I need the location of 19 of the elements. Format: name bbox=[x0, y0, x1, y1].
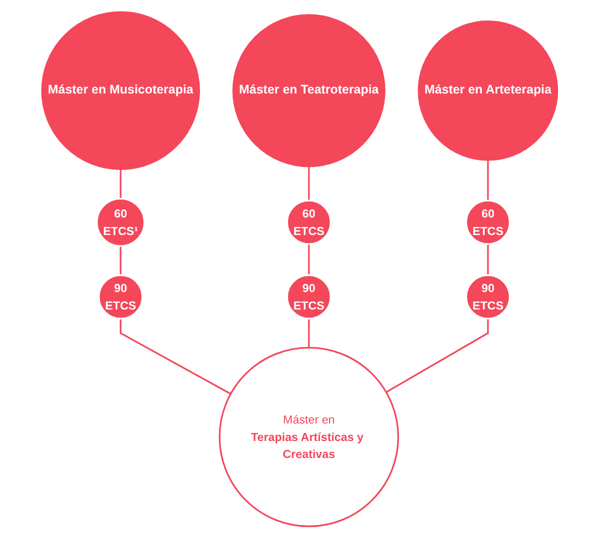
connector bbox=[487, 160, 490, 201]
connector bbox=[308, 318, 310, 348]
node-circle: 60 ETCS bbox=[466, 200, 511, 245]
node-circle: Máster en Arteterapia bbox=[418, 20, 558, 161]
node-circle: 90 ETCS bbox=[466, 274, 511, 320]
node-circle: Máster en Terapias Artísticas y Creativas bbox=[219, 346, 400, 528]
connector bbox=[120, 318, 232, 395]
node-circle: Máster en Teatroterapia bbox=[232, 14, 386, 168]
connector bbox=[386, 318, 490, 393]
connector bbox=[308, 244, 310, 276]
node-circle: Máster en Musicoterapia bbox=[42, 11, 200, 170]
node-circle: 60 ETCS¹ bbox=[96, 198, 146, 247]
connector bbox=[120, 246, 122, 276]
connector bbox=[120, 170, 122, 199]
connector bbox=[308, 166, 310, 201]
connector bbox=[487, 244, 490, 276]
node-circle: 90 ETCS bbox=[286, 274, 332, 320]
node-circle: 90 ETCS bbox=[98, 274, 144, 320]
node-circle: 60 ETCS bbox=[286, 200, 332, 245]
